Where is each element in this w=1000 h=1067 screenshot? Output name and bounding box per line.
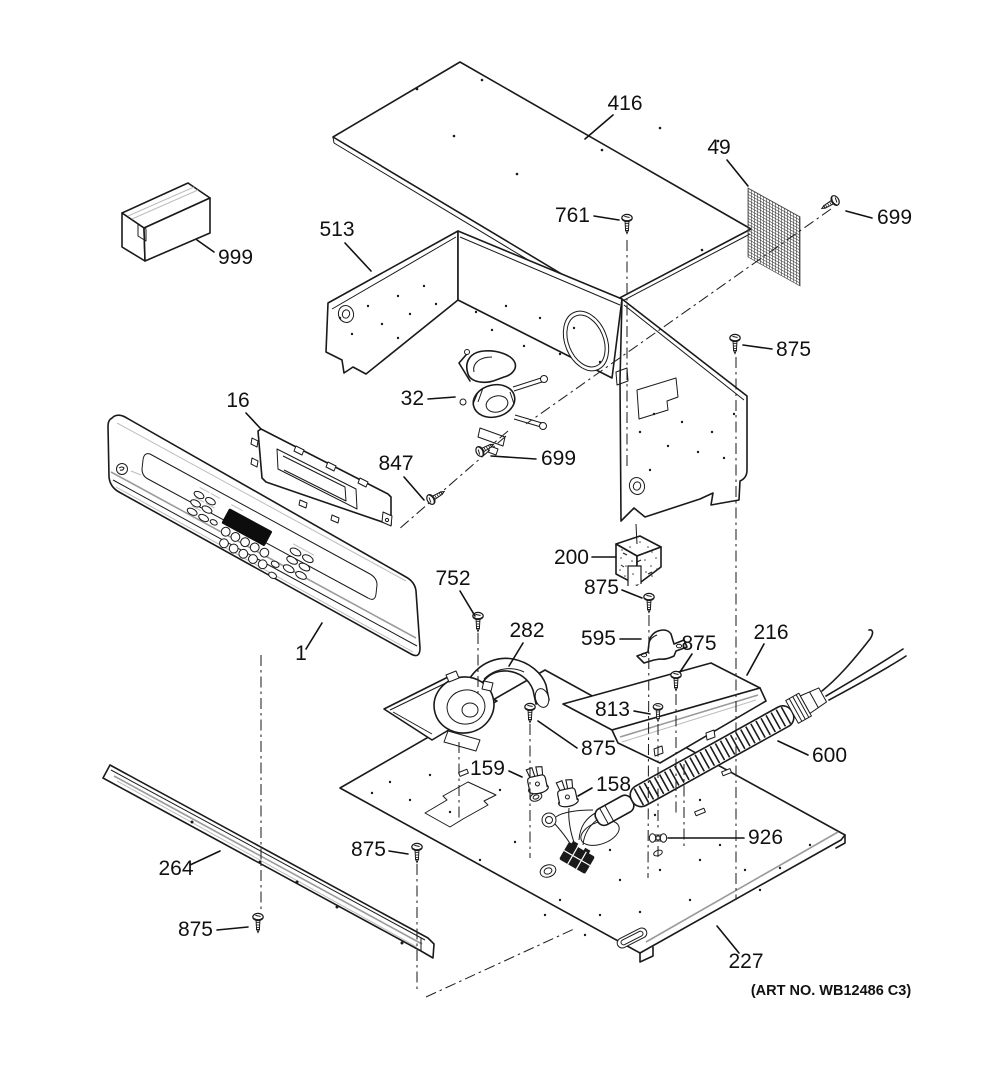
callout-999: 999 bbox=[218, 246, 253, 269]
callout-875-strip-left: 875 bbox=[178, 918, 213, 941]
wire-harness bbox=[541, 629, 907, 874]
callout-49: 49 bbox=[707, 136, 730, 159]
callout-875-duct: 875 bbox=[581, 737, 616, 760]
base-hole-dots bbox=[370, 773, 812, 937]
callout-158: 158 bbox=[596, 773, 631, 796]
callout-1: 1 bbox=[295, 642, 307, 665]
callout-16: 16 bbox=[226, 389, 249, 412]
chassis-grommet-right bbox=[628, 477, 646, 495]
screw-875-top-right bbox=[729, 333, 741, 355]
callout-159: 159 bbox=[470, 757, 505, 780]
leader-lines bbox=[189, 114, 873, 954]
fan-motor bbox=[458, 349, 548, 456]
callout-200: 200 bbox=[554, 546, 589, 569]
callout-926: 926 bbox=[748, 826, 783, 849]
callout-282: 282 bbox=[509, 619, 544, 642]
chassis-hole-dots bbox=[338, 284, 736, 472]
callout-752: 752 bbox=[435, 567, 470, 590]
clamp-bracket bbox=[636, 629, 688, 664]
vent-screen bbox=[747, 187, 801, 287]
callout-32: 32 bbox=[401, 387, 424, 410]
chassis-grommet-left bbox=[337, 305, 355, 323]
callout-699-right: 699 bbox=[877, 206, 912, 229]
screw-875-strip-right bbox=[411, 842, 423, 864]
axis-lines bbox=[260, 208, 832, 998]
literature-box bbox=[121, 182, 211, 262]
brand-logo bbox=[116, 463, 142, 476]
screw-847 bbox=[424, 486, 448, 507]
connector-plug bbox=[559, 840, 595, 874]
callout-699-mid: 699 bbox=[541, 447, 576, 470]
control-panel bbox=[107, 414, 421, 657]
callout-595: 595 bbox=[581, 627, 616, 650]
control-board bbox=[250, 428, 393, 527]
air-duct-shape bbox=[469, 657, 550, 705]
screw-875-strip-left bbox=[252, 912, 264, 934]
callout-216: 216 bbox=[753, 621, 788, 644]
callout-labels: 416 49 699 999 513 761 875 16 32 847 699… bbox=[158, 92, 912, 973]
insulation-block bbox=[615, 523, 662, 586]
callout-227: 227 bbox=[728, 950, 763, 973]
trim-strip bbox=[102, 764, 435, 959]
callout-875-cover: 875 bbox=[681, 632, 716, 655]
screw-875-block bbox=[643, 592, 655, 614]
conduit bbox=[594, 687, 828, 827]
callout-875-top-right: 875 bbox=[776, 338, 811, 361]
callout-847: 847 bbox=[378, 452, 413, 475]
art-number: (ART NO. WB12486 C3) bbox=[751, 983, 912, 999]
chassis-wrap bbox=[325, 230, 748, 522]
callout-600: 600 bbox=[812, 744, 847, 767]
keypad bbox=[186, 486, 315, 580]
callout-813: 813 bbox=[595, 698, 630, 721]
callout-761: 761 bbox=[555, 204, 590, 227]
callout-416: 416 bbox=[607, 92, 642, 115]
callout-513: 513 bbox=[319, 218, 354, 241]
speckles bbox=[619, 541, 658, 577]
callout-264: 264 bbox=[158, 857, 193, 880]
cover-panel-216 bbox=[562, 662, 767, 764]
callout-875-block: 875 bbox=[584, 576, 619, 599]
callout-875-strip-right: 875 bbox=[351, 838, 386, 861]
blower-assembly bbox=[383, 657, 550, 752]
clip-nut-926 bbox=[648, 833, 668, 843]
